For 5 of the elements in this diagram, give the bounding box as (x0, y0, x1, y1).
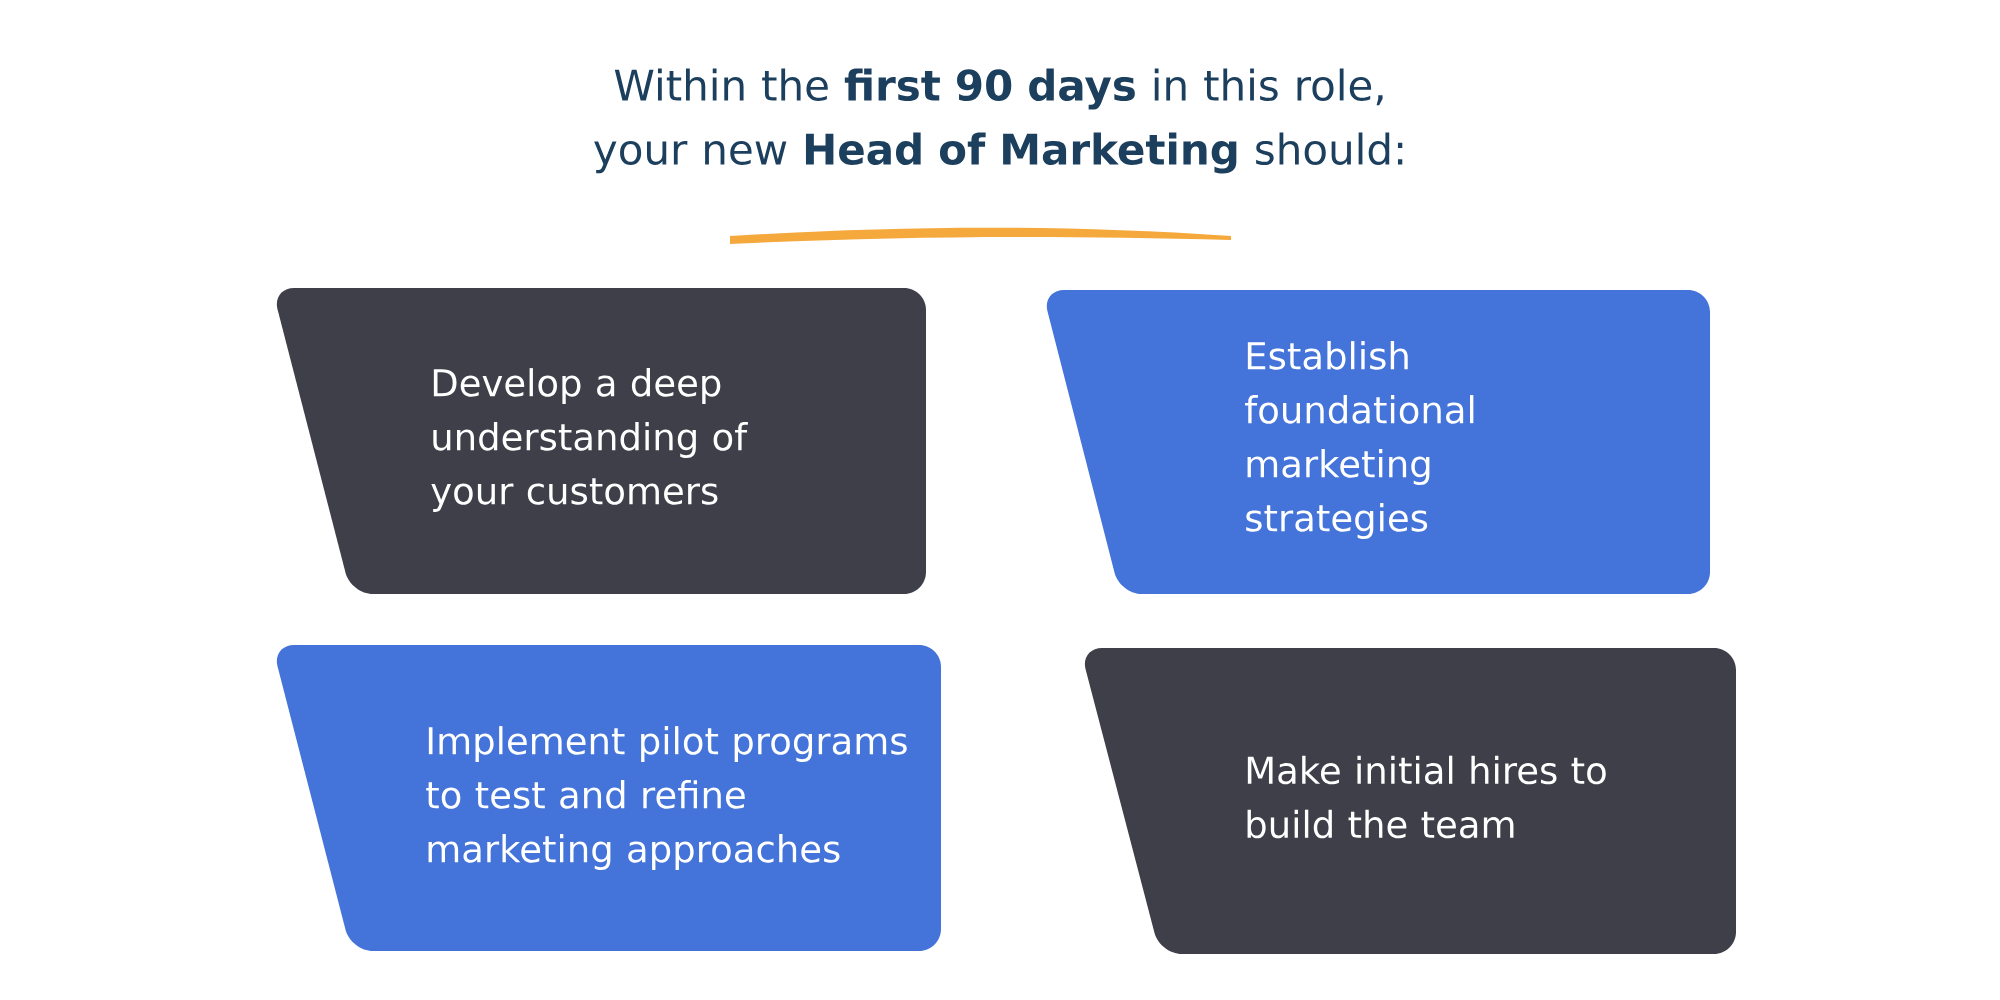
card: Implement pilot programs to test and refine marketing approaches (276, 645, 941, 951)
card: Establish foundational marketing strategies (1046, 290, 1710, 594)
card: Develop a deep understanding of your customers (276, 288, 926, 594)
title: Within the first 90 days in this role, your new Head of Marketing should: (594, 68, 1403, 244)
card: Make initial hires to build the team (1084, 648, 1736, 954)
